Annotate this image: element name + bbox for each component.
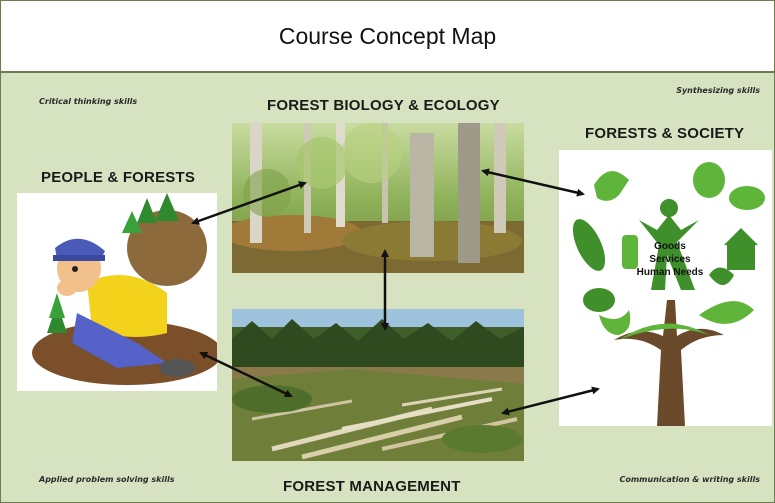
label-goods: Goods (654, 241, 686, 252)
node-title-people: PEOPLE & FORESTS (41, 169, 196, 186)
node-title-society: FORESTS & SOCIETY (585, 125, 745, 142)
arrow-biology-society (481, 168, 585, 197)
arrow-management-society (501, 386, 600, 416)
title-bar: Course Concept Map (1, 1, 774, 73)
people-forests-cartoon (17, 193, 217, 391)
node-title-biology: FOREST BIOLOGY & ECOLOGY (267, 97, 500, 114)
forests-society-illustration: Goods Services Human Needs (559, 150, 772, 426)
label-human-needs: Human Needs (636, 267, 704, 278)
arrow-people-biology (191, 181, 307, 225)
society-center-text: Goods Services Human Needs (632, 240, 708, 279)
label-services: Services (649, 254, 691, 265)
skill-communication-writing: Communication & writing skills (619, 475, 760, 484)
forest-management-photo (232, 309, 524, 461)
arrow-people-management (199, 351, 293, 398)
page-title: Course Concept Map (278, 22, 497, 49)
node-title-management: FOREST MANAGEMENT (283, 478, 461, 495)
skill-synthesizing: Synthesizing skills (676, 86, 760, 95)
skill-critical-thinking: Critical thinking skills (39, 97, 138, 106)
skill-applied-problem-solving: Applied problem solving skills (39, 475, 175, 484)
